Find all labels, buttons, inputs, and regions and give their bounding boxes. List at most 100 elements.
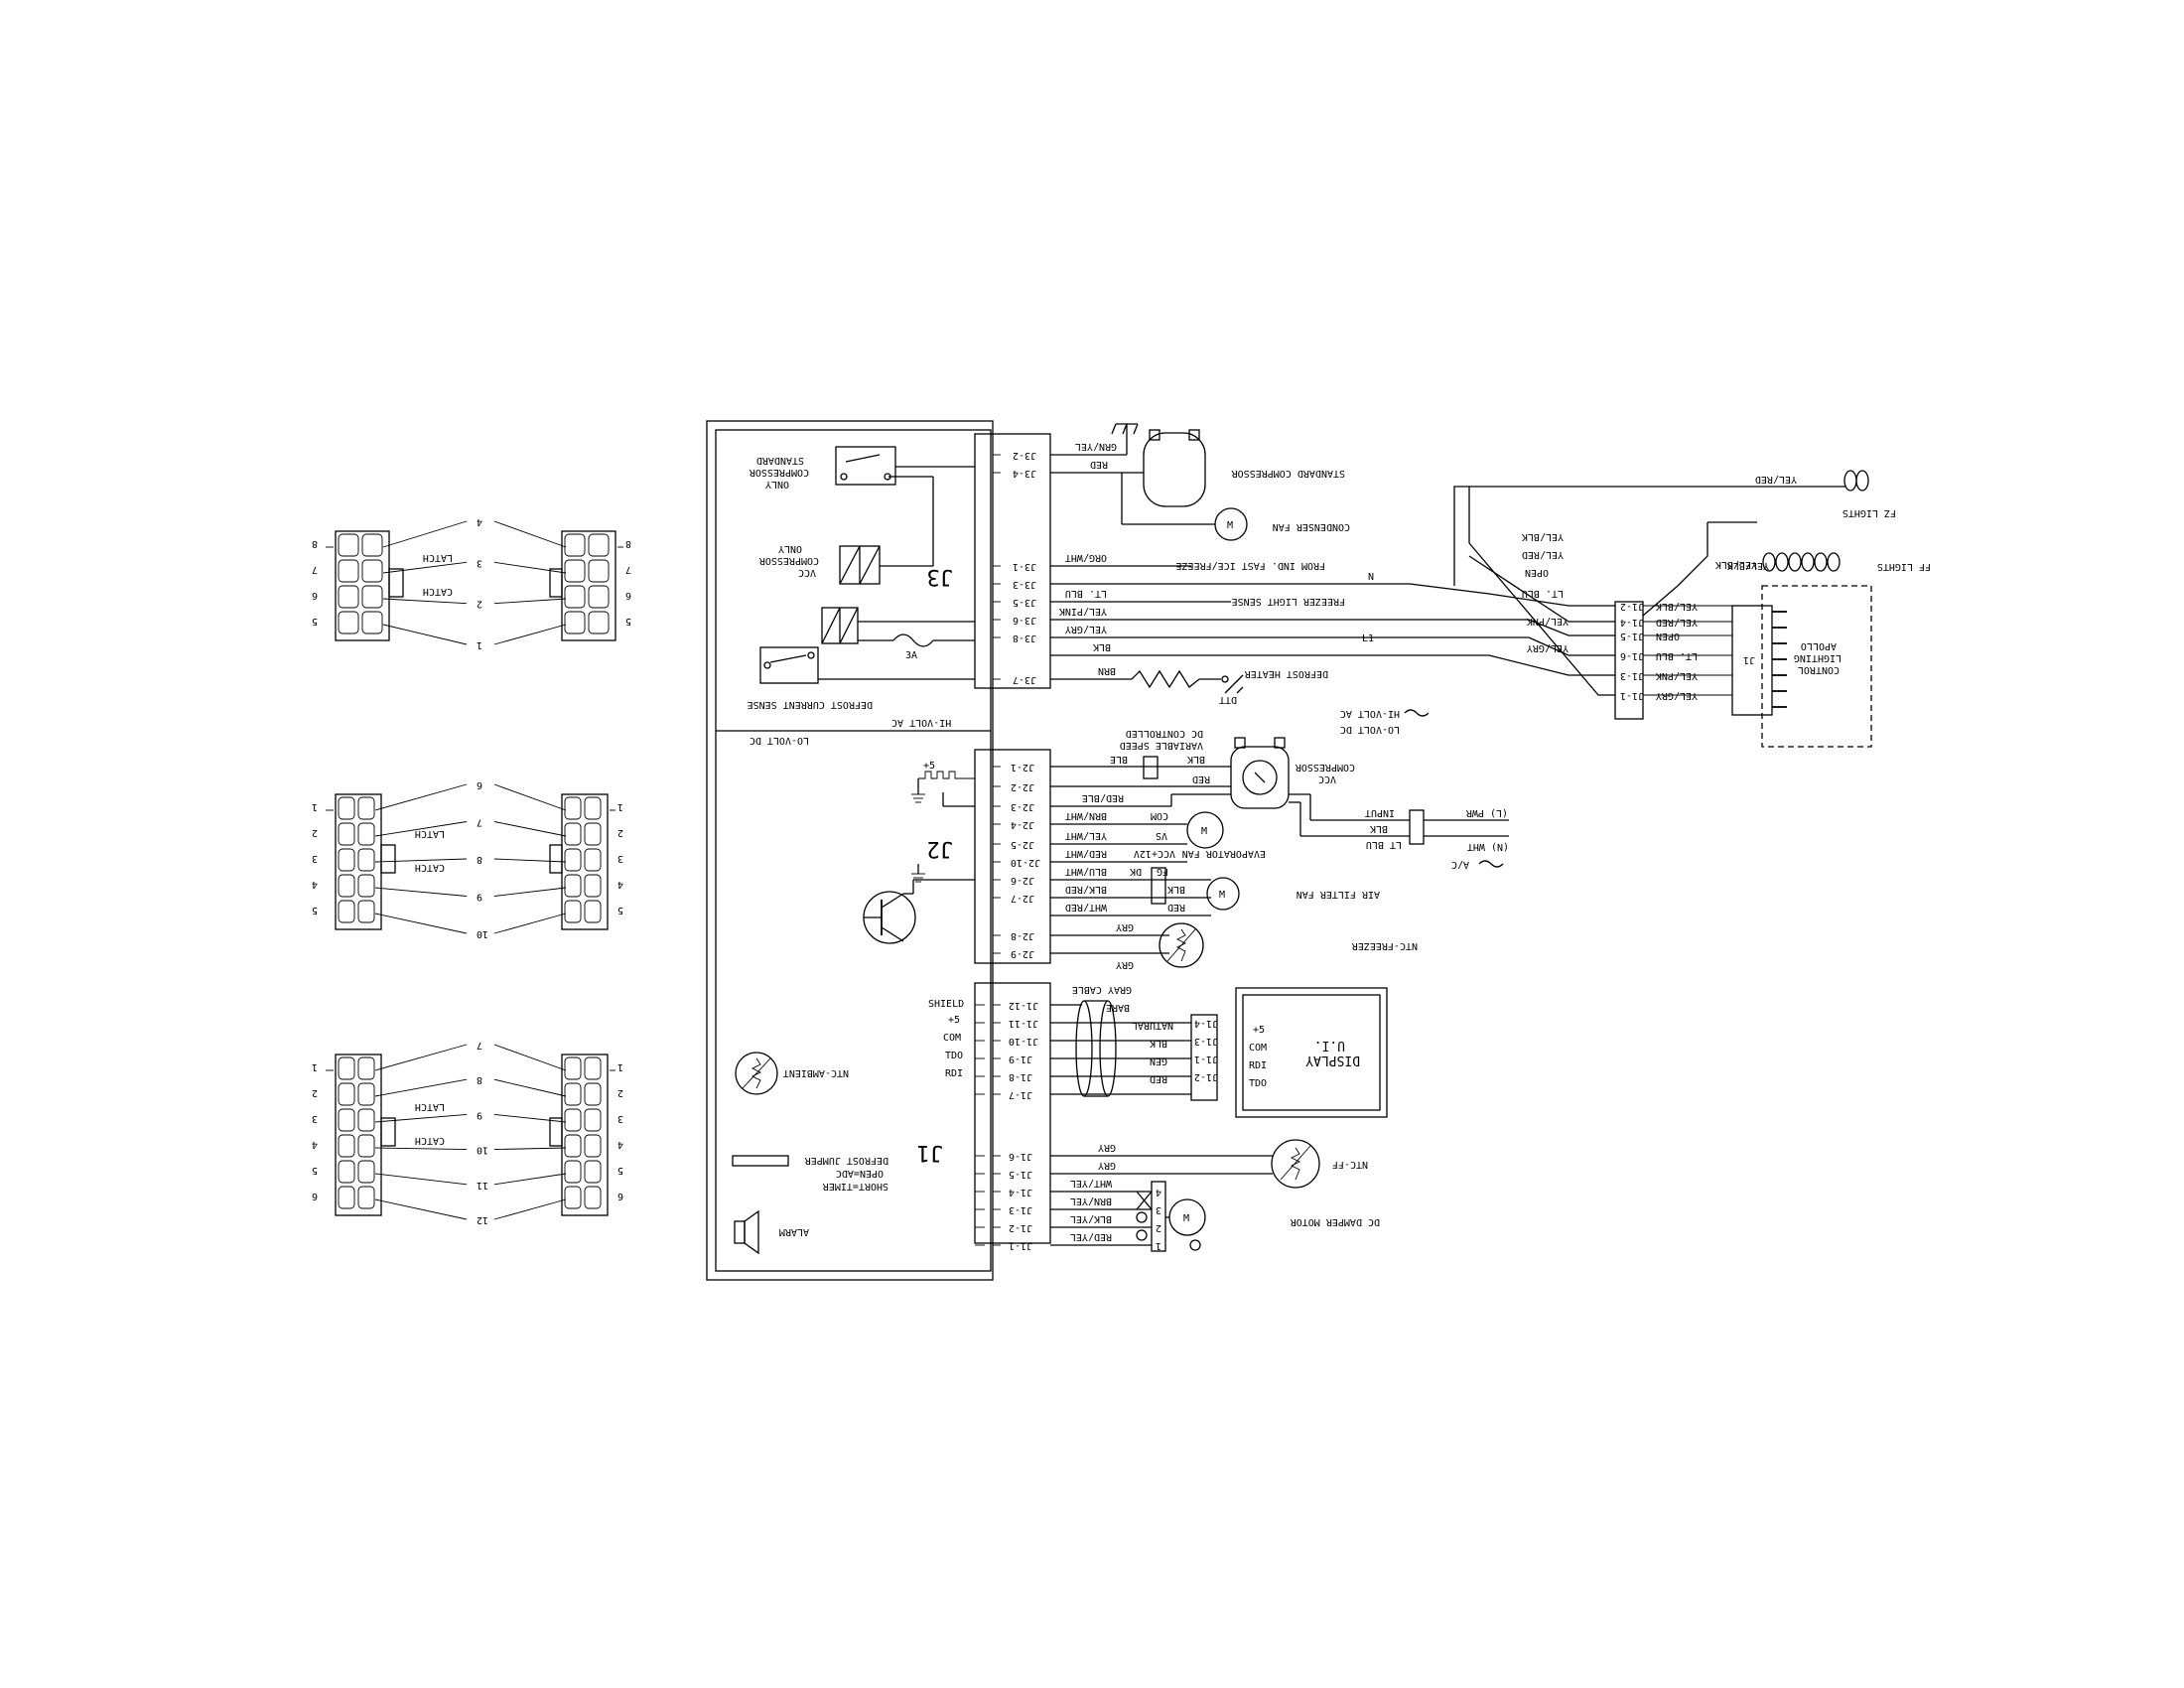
ui-display: +5 COM RDI TDO U.I. DISPLAY — [1235, 987, 1388, 1118]
fz-lights: FZ LIGHTS — [1843, 470, 1896, 518]
svg-text:ALARM: ALARM — [779, 1226, 809, 1237]
j3-pin-label: J3-8 — [1013, 633, 1036, 643]
svg-text:COM: COM — [1151, 810, 1168, 821]
svg-text:RED/BLE: RED/BLE — [1082, 792, 1124, 803]
j3-pin-label: J3-7 — [1013, 674, 1036, 685]
svg-text:FZ LIGHTS: FZ LIGHTS — [1843, 507, 1896, 518]
j3-pin-label: J3-4 — [1013, 468, 1036, 479]
connector-pin-number: 10 — [477, 1145, 488, 1156]
svg-text:SHORT=TIMER: SHORT=TIMER — [822, 1181, 888, 1192]
j1-pin-label: J1-1 — [1009, 1240, 1032, 1251]
j3-external: GRN/YEL STANDARD COMPRESSOR RED M CONDEN… — [1050, 423, 1529, 735]
svg-text:YEL/WHT: YEL/WHT — [1065, 830, 1107, 841]
svg-text:NTC-AMBIENT: NTC-AMBIENT — [783, 1067, 849, 1078]
j2-label: J2 — [927, 836, 954, 861]
j2-pin-label: J2-10 — [1011, 857, 1040, 868]
j1-pin-label: J1-11 — [1009, 1018, 1038, 1029]
svg-text:DK: DK — [1130, 866, 1142, 877]
connector-pin-number: 2 — [312, 1087, 318, 1098]
transistor — [863, 879, 975, 944]
j1-pin-label: J1-2 — [1009, 1222, 1032, 1233]
alarm-speaker: ALARM — [734, 1209, 809, 1255]
svg-text:GRAY CABLE: GRAY CABLE — [1072, 984, 1132, 995]
lighting-pin-label: J1-3 — [1620, 670, 1644, 681]
j2-pin-label: J2-3 — [1011, 801, 1034, 812]
svg-text:GRN/YEL: GRN/YEL — [1075, 441, 1117, 452]
lighting-wire-label: OPEN — [1656, 631, 1680, 641]
svg-text:LO-VOLT DC: LO-VOLT DC — [1340, 724, 1400, 735]
svg-text:BRN: BRN — [1098, 665, 1116, 676]
svg-text:CONDENSER FAN: CONDENSER FAN — [1273, 521, 1350, 532]
connector-pin-number: 1 — [617, 801, 623, 812]
svg-text:GRY: GRY — [1116, 921, 1134, 932]
connector-pin-number: 3 — [617, 1113, 623, 1124]
j1-signal-labels: SHIELD +5 COM TDO RDI — [928, 999, 964, 1079]
standard-compressor-relay: STANDARD COMPRESSOR ONLY — [749, 446, 975, 566]
svg-text:YEL/RED: YEL/RED — [1522, 549, 1564, 560]
j3-pin-label: J3-5 — [1013, 597, 1036, 608]
triac-2 — [821, 607, 975, 644]
fuse-label: 3A — [905, 650, 917, 661]
svg-text:OPEN=ADC: OPEN=ADC — [836, 1168, 884, 1179]
connector-pin-number: 3 — [312, 1113, 318, 1124]
connector-pin-number: 1 — [312, 1061, 318, 1072]
ntc-ambient-sensor: NTC-AMBIENT — [735, 1052, 849, 1095]
svg-text:VCC: VCC — [1318, 774, 1336, 784]
vcc-compressor: VCC COMPRESSOR DC CONTROLLED VARIABLE SP… — [1120, 728, 1355, 809]
apollo-j1-block — [1731, 605, 1773, 716]
svg-text:YEL/GRY: YEL/GRY — [1065, 624, 1107, 634]
connector-pin-number: 7 — [312, 564, 318, 575]
j3-label: J3 — [927, 564, 954, 589]
connector-pin-number: 3 — [617, 853, 623, 864]
ui-pin-label: J1-4 — [1194, 1018, 1218, 1029]
latch-label: LATCH — [415, 828, 445, 839]
catch-label: CATCH — [415, 1135, 445, 1146]
connector-pin-number: 1 — [617, 1061, 623, 1072]
j1-pin-label: J1-12 — [1009, 1000, 1038, 1011]
damper-connector — [1151, 1181, 1166, 1252]
lighting-wire-label: YEL/BLK — [1656, 601, 1698, 612]
damper-pin-label: 4 — [1156, 1187, 1161, 1197]
j1-pin-label: J1-7 — [1009, 1089, 1032, 1100]
dc-damper-motor: M DC DAMPER MOTOR — [1165, 1198, 1380, 1251]
svg-text:DEFROST HEATER: DEFROST HEATER — [1244, 668, 1328, 679]
svg-text:TDO: TDO — [945, 1051, 963, 1061]
svg-text:BRN/YEL: BRN/YEL — [1070, 1196, 1112, 1206]
svg-text:+5: +5 — [1253, 1025, 1265, 1036]
condenser-fan: M CONDENSER FAN — [1214, 507, 1350, 541]
connector-pin-number: 8 — [625, 538, 631, 549]
catch-label: CATCH — [423, 586, 453, 597]
lighting-wire-label: LT. BLU — [1656, 650, 1698, 661]
connector-pin-number: 10 — [477, 928, 488, 939]
j2-pin-label: J2-8 — [1011, 930, 1034, 941]
connector-pin-number: 4 — [312, 879, 318, 890]
j2-pin-label: J2-6 — [1011, 875, 1034, 886]
svg-text:BLU/WHT: BLU/WHT — [1065, 866, 1107, 877]
damper-pin-label: 2 — [1156, 1222, 1161, 1233]
connector-pin-number: 5 — [625, 616, 631, 627]
apollo-lighting-control — [1761, 585, 1872, 748]
connector-pin-number: 7 — [625, 564, 631, 575]
svg-text:(N) WHT: (N) WHT — [1467, 841, 1509, 852]
svg-text:DEFROST JUMPER: DEFROST JUMPER — [804, 1155, 888, 1166]
j1-label: J1 — [917, 1140, 944, 1165]
svg-text:LT. BLU: LT. BLU — [1065, 588, 1107, 599]
svg-text:COMPRESSOR: COMPRESSOR — [1295, 762, 1355, 773]
svg-text:NTC-FREEZER: NTC-FREEZER — [1351, 940, 1418, 951]
defrost-current-relay: DEFROST CURRENT SENSE — [748, 646, 975, 710]
svg-text:LT. BLU: LT. BLU — [1522, 588, 1564, 599]
board-inner-frame — [715, 429, 992, 1272]
svg-text:RED: RED — [1192, 774, 1210, 784]
svg-text:M: M — [1183, 1213, 1189, 1224]
svg-text:STANDARD COMPRESSOR: STANDARD COMPRESSOR — [1231, 468, 1345, 479]
svg-text:YEL/PINK: YEL/PINK — [1059, 606, 1107, 617]
svg-text:BARE: BARE — [1106, 1002, 1130, 1013]
j2-connector-strip — [974, 749, 1051, 964]
svg-text:GRY: GRY — [1098, 1160, 1116, 1171]
svg-text:RED: RED — [1090, 459, 1108, 470]
j3-connector-strip — [974, 433, 1051, 689]
j1-pin-label: J1-5 — [1009, 1169, 1032, 1180]
defrost-jumper: DEFROST JUMPER OPEN=ADC SHORT=TIMER — [732, 1155, 888, 1192]
svg-text:BLK: BLK — [1370, 823, 1388, 834]
